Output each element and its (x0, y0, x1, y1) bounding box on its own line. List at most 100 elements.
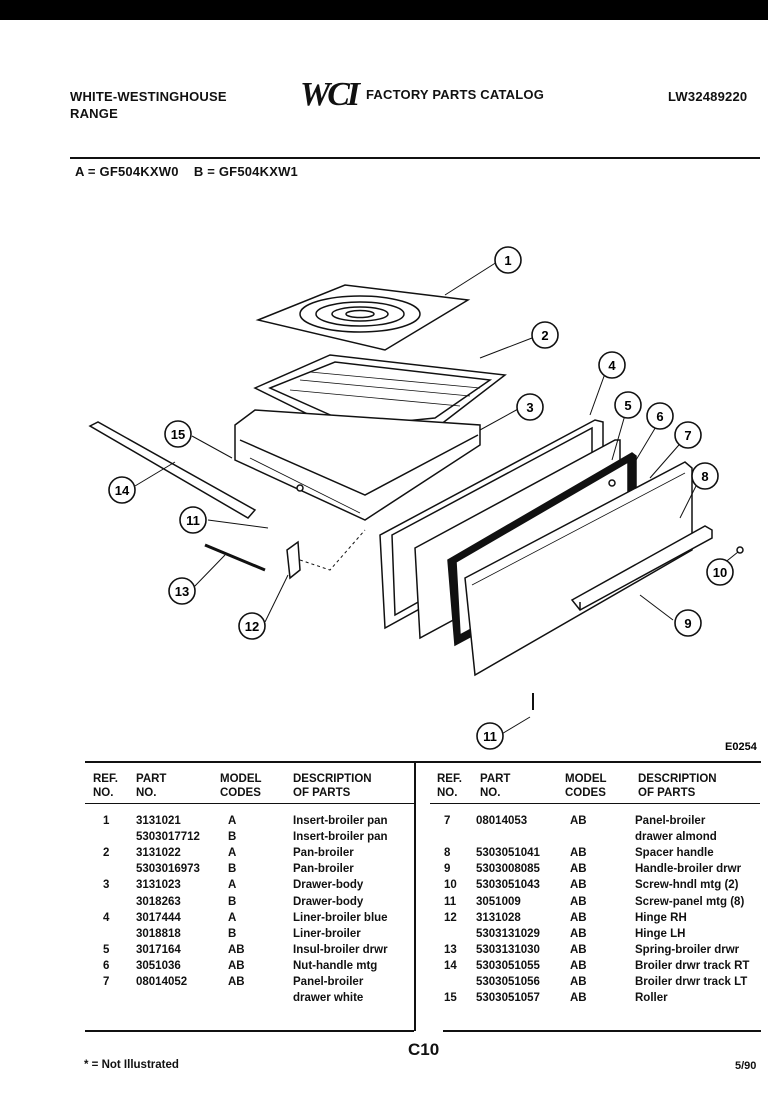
cell-model: AB (570, 879, 587, 892)
broiler-drawer-track (88, 421, 257, 519)
cell-model: A (228, 815, 237, 827)
hinge (286, 540, 301, 580)
callout-9-label: 9 (684, 616, 691, 631)
catalog-title: FACTORY PARTS CATALOG (366, 87, 545, 102)
cell-model: AB (570, 911, 587, 924)
cell-model: A (228, 879, 237, 892)
cell-part: 5303051043 (476, 879, 540, 892)
cell-part: 08014053 (476, 815, 528, 827)
callout-13 (168, 577, 196, 605)
cell-part: 5303008085 (476, 863, 540, 876)
cell-desc: drawer white (293, 992, 364, 1005)
header-model: MODEL (220, 773, 262, 785)
header-part-no: NO. (136, 787, 157, 799)
header-part: PART (480, 773, 511, 785)
callout-4 (598, 351, 626, 379)
cell-desc: Broiler drwr track RT (635, 959, 750, 972)
cell-desc: Liner-broiler blue (293, 911, 388, 924)
cell-part: 3131023 (136, 879, 181, 892)
cell-ref: 11 (444, 895, 457, 908)
cell-part: 08014052 (136, 976, 188, 988)
callout-8-label: 8 (701, 469, 708, 484)
header-description: DESCRIPTION (638, 773, 717, 785)
cell-ref: 14 (444, 959, 457, 972)
header-rule (70, 157, 760, 159)
cell-model: AB (570, 847, 587, 860)
header-of-parts: OF PARTS (293, 787, 351, 799)
cell-model: A (228, 911, 237, 924)
cell-ref: 9 (444, 863, 451, 876)
cell-ref: 4 (103, 911, 110, 924)
exploded-parts-diagram: 1 2 3 4 5 6 7 8 9 10 11 11 12 13 14 15 E… (88, 246, 758, 753)
cell-part: 3051009 (476, 895, 521, 908)
product-type: RANGE (70, 106, 118, 121)
cell-model: AB (570, 863, 587, 876)
catalog-number: LW32489220 (668, 89, 748, 104)
header-underline-right (430, 803, 760, 804)
header-part: PART (136, 773, 167, 785)
cell-part: 3018818 (136, 927, 181, 940)
cell-desc: Pan-broiler (293, 863, 354, 876)
callout-11-upper (179, 506, 207, 534)
table-top-rule (85, 761, 761, 763)
callout-7 (674, 421, 702, 449)
cell-desc: Hinge RH (635, 911, 687, 924)
header-codes: CODES (220, 787, 261, 799)
not-illustrated-note: * = Not Illustrated (84, 1059, 179, 1071)
figure-code: E0254 (725, 741, 758, 753)
cell-desc: drawer almond (635, 831, 717, 844)
cell-desc: Nut-handle mtg (293, 959, 378, 972)
cell-model: B (228, 927, 237, 940)
header-no: NO. (437, 787, 458, 799)
cell-part: 5303016973 (136, 863, 200, 876)
cell-part: 3017164 (136, 943, 181, 956)
cell-part: 3131028 (476, 911, 521, 924)
callout-14-label: 14 (115, 483, 130, 498)
page-code: C10 (408, 1040, 440, 1059)
callout-14 (108, 476, 136, 504)
callout-6 (646, 402, 674, 430)
cell-ref: 13 (444, 943, 457, 956)
cell-desc: Insert-broiler pan (293, 815, 388, 827)
header-of-parts: OF PARTS (638, 787, 696, 799)
cell-desc: Spring-broiler drwr (635, 943, 740, 956)
callout-1 (494, 246, 522, 274)
cell-ref: 7 (103, 976, 110, 988)
cell-ref: 15 (444, 992, 457, 1005)
cell-part: 3018263 (136, 895, 181, 908)
cell-desc: Screw-hndl mtg (2) (635, 879, 739, 892)
drawer-handle (570, 525, 713, 611)
cell-desc: Drawer-body (293, 879, 364, 892)
cell-model: B (228, 863, 237, 876)
wci-logo: WCI (300, 76, 360, 113)
cell-model: AB (228, 943, 245, 956)
cell-desc: Hinge LH (635, 927, 686, 940)
cell-model: AB (570, 959, 587, 972)
cell-model: A (228, 847, 237, 860)
cell-model: AB (228, 959, 245, 972)
cell-ref: 2 (103, 847, 110, 860)
header-no: NO. (93, 787, 114, 799)
callout-5-label: 5 (624, 398, 631, 413)
cell-part: 5303051041 (476, 847, 540, 860)
callout-12-label: 12 (245, 619, 259, 634)
header-ref: REF. (93, 773, 118, 785)
callout-3 (516, 393, 544, 421)
table-divider (414, 761, 416, 1031)
cell-ref: 7 (444, 815, 451, 827)
callout-11-lower-label: 11 (483, 729, 497, 744)
header-underline-left (85, 803, 414, 804)
cell-ref: 3 (103, 879, 110, 892)
callout-1-label: 1 (504, 253, 511, 268)
cell-desc: Pan-broiler (293, 847, 354, 860)
cell-desc: Broiler drwr track LT (635, 976, 748, 988)
cell-model: AB (228, 976, 245, 988)
cell-part: 5303131030 (476, 943, 540, 956)
cell-model: B (228, 831, 237, 844)
cell-ref: 1 (103, 815, 110, 827)
callout-12 (238, 612, 266, 640)
cell-desc: Liner-broiler (293, 927, 361, 940)
cell-part: 5303051055 (476, 959, 540, 972)
callout-9 (674, 609, 702, 637)
callout-2 (531, 321, 559, 349)
